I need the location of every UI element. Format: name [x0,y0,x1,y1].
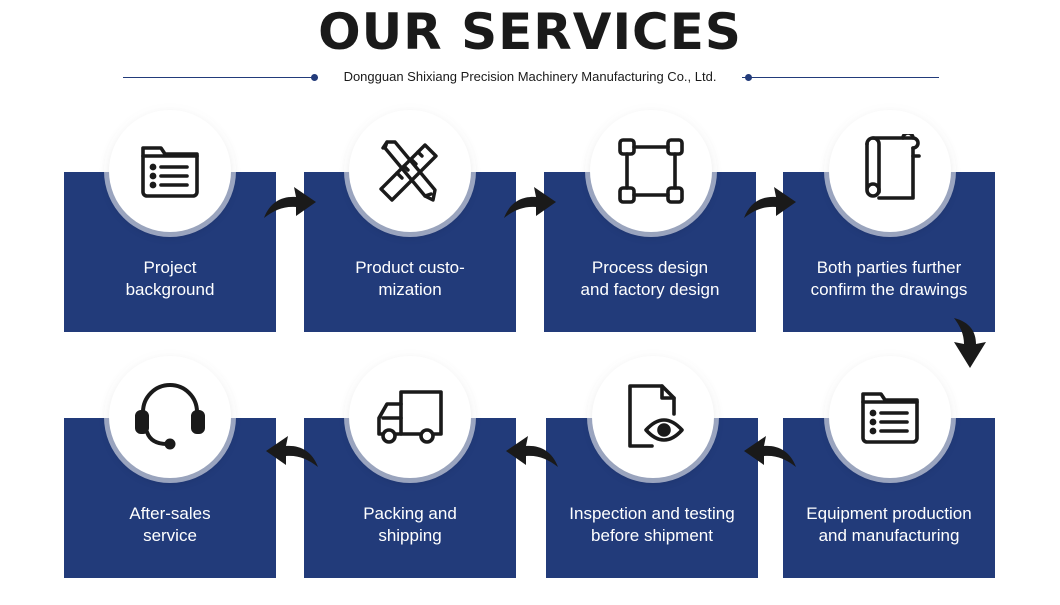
flow-arrow-left-icon [506,436,558,467]
step-icon-circle [590,110,712,232]
pencil-ruler-icon [379,140,438,202]
company-subtitle: Dongguan Shixiang Precision Machinery Ma… [318,67,742,87]
document-list-icon [141,146,199,198]
step-icon-circle [829,356,951,478]
blueprint-scroll-icon [865,134,921,200]
flow-arrow-right-icon [504,187,556,218]
step-label-project-background: Project background [125,258,215,299]
frame-nodes-icon [618,138,684,204]
step-icon-circle [109,356,231,478]
flow-arrow-right-icon [744,187,796,218]
step-label-packing-shipping: Packing and shipping [363,504,457,545]
divider-dot-left [311,74,318,81]
page-title: OUR SERVICES [318,3,742,61]
headset-icon [135,383,205,450]
document-list-icon [861,392,919,444]
delivery-truck-icon [377,390,443,444]
step-label-after-sales: After-sales service [129,504,211,545]
step-label-confirm-drawings: Both parties further confirm the drawing… [810,258,968,299]
step-label-inspection-testing: Inspection and testing before shipment [569,504,735,545]
step-label-equipment-production: Equipment production and manufacturing [806,504,972,545]
divider-dot-right [745,74,752,81]
flow-arrow-left-icon [744,436,796,467]
flow-arrow-down-icon [954,318,986,368]
flow-arrow-left-icon [266,436,318,467]
step-icon-circle [349,110,471,232]
step-icon-circle [349,356,471,478]
step-icon-circle [829,110,951,232]
flow-arrow-right-icon [264,187,316,218]
step-icon-circle [109,110,231,232]
step-label-process-design: Process design and factory design [580,258,720,299]
document-eye-icon [628,384,684,448]
step-label-product-customization: Product custo- mization [355,258,465,299]
step-icon-circle [592,356,714,478]
